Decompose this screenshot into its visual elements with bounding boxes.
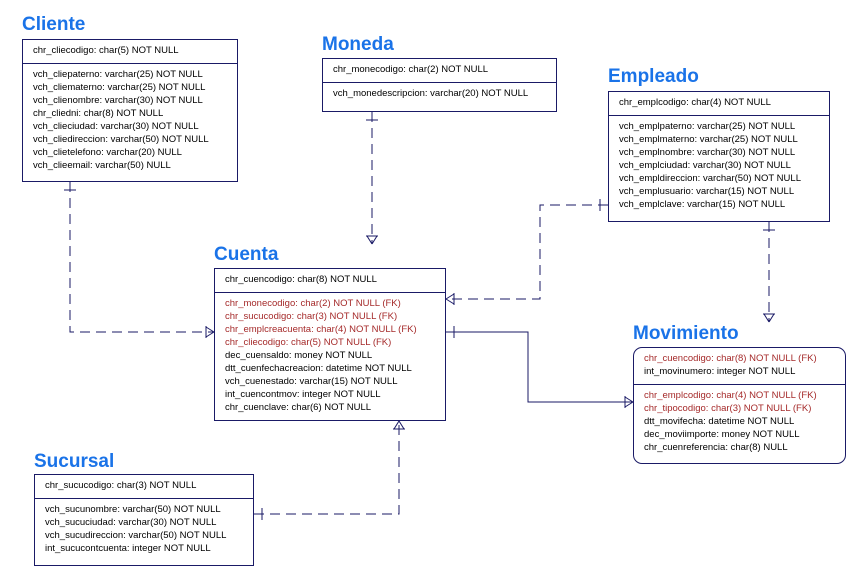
entity-sucursal[interactable]: chr_sucucodigo: char(3) NOT NULL vch_suc…	[34, 474, 254, 566]
attribute-row: vch_clieemail: varchar(50) NULL	[33, 160, 171, 171]
key-attribute-row: chr_cliecodigo: char(5) NOT NULL	[33, 45, 179, 56]
attribute-row: chr_sucucodigo: char(3) NOT NULL (FK)	[225, 311, 398, 322]
entity-empleado[interactable]: chr_emplcodigo: char(4) NOT NULL vch_emp…	[608, 91, 830, 222]
attribute-row: vch_clieciudad: varchar(30) NOT NULL	[33, 121, 199, 132]
attribute-row: chr_cuenreferencia: char(8) NULL	[644, 442, 788, 453]
key-attribute-row: chr_cuencodigo: char(8) NOT NULL	[225, 274, 377, 285]
pk-section: chr_cuencodigo: char(8) NOT NULL (FK) int…	[634, 348, 845, 385]
entity-movimiento[interactable]: chr_cuencodigo: char(8) NOT NULL (FK) int…	[633, 347, 846, 464]
attribute-row: vch_clienombre: varchar(30) NOT NULL	[33, 95, 203, 106]
rel-moneda-cuenta	[366, 112, 378, 245]
entity-title-moneda: Moneda	[322, 34, 394, 55]
attribute-row: int_sucucontcuenta: integer NOT NULL	[45, 543, 211, 554]
attribute-row: dec_moviimporte: money NOT NULL	[644, 429, 800, 440]
attribute-row: vch_emplusuario: varchar(15) NOT NULL	[619, 186, 795, 197]
entity-title-movimiento: Movimiento	[633, 323, 739, 344]
attribute-row: vch_cliematerno: varchar(25) NOT NULL	[33, 82, 206, 93]
rel-cliente-cuenta	[64, 182, 215, 338]
attribute-row: vch_cliepaterno: varchar(25) NOT NULL	[33, 69, 203, 80]
rel-empleado-movimiento	[763, 222, 775, 323]
attribute-row: vch_empldireccion: varchar(50) NOT NULL	[619, 173, 801, 184]
rel-empleado-cuenta	[445, 199, 608, 305]
attribute-row: dtt_movifecha: datetime NOT NULL	[644, 416, 795, 427]
pk-section: chr_cliecodigo: char(5) NOT NULL	[23, 40, 237, 64]
attributes-section: vch_emplpaterno: varchar(25) NOT NULL vch…	[609, 116, 829, 215]
attribute-row: chr_cliecodigo: char(5) NOT NULL (FK)	[225, 337, 392, 348]
pk-section: chr_sucucodigo: char(3) NOT NULL	[35, 475, 253, 499]
entity-moneda[interactable]: chr_monecodigo: char(2) NOT NULL vch_mon…	[322, 58, 557, 112]
key-attribute-row: int_movinumero: integer NOT NULL	[644, 366, 796, 377]
rel-sucursal-cuenta	[254, 420, 405, 520]
entity-cuenta[interactable]: chr_cuencodigo: char(8) NOT NULL chr_mon…	[214, 268, 446, 421]
key-attribute-row: chr_sucucodigo: char(3) NOT NULL	[45, 480, 197, 491]
entity-title-cliente: Cliente	[22, 14, 86, 35]
attribute-row: int_cuencontmov: integer NOT NULL	[225, 389, 381, 400]
rel-cuenta-movimiento	[446, 326, 634, 408]
attribute-row: vch_emplmaterno: varchar(25) NOT NULL	[619, 134, 798, 145]
attribute-row: vch_emplciudad: varchar(30) NOT NULL	[619, 160, 791, 171]
attribute-row: vch_emplpaterno: varchar(25) NOT NULL	[619, 121, 796, 132]
attributes-section: vch_cliepaterno: varchar(25) NOT NULL vch…	[23, 64, 237, 176]
attribute-row: vch_monedescripcion: varchar(20) NOT NUL…	[333, 88, 529, 99]
entity-title-cuenta: Cuenta	[214, 244, 279, 265]
attribute-row: vch_emplnombre: varchar(30) NOT NULL	[619, 147, 796, 158]
attribute-row: vch_sucunombre: varchar(50) NOT NULL	[45, 504, 221, 515]
key-attribute-row: chr_monecodigo: char(2) NOT NULL	[333, 64, 489, 75]
attribute-row: chr_emplcreacuenta: char(4) NOT NULL (FK…	[225, 324, 417, 335]
pk-section: chr_monecodigo: char(2) NOT NULL	[323, 59, 556, 83]
attribute-row: vch_cliedireccion: varchar(50) NOT NULL	[33, 134, 209, 145]
attributes-section: vch_monedescripcion: varchar(20) NOT NUL…	[323, 83, 556, 104]
attribute-row: dec_cuensaldo: money NOT NULL	[225, 350, 373, 361]
attribute-row: chr_emplcodigo: char(4) NOT NULL (FK)	[644, 390, 817, 401]
attribute-row: chr_cuenclave: char(6) NOT NULL	[225, 402, 372, 413]
attribute-row: chr_monecodigo: char(2) NOT NULL (FK)	[225, 298, 401, 309]
attribute-row: vch_emplclave: varchar(15) NOT NULL	[619, 199, 786, 210]
attribute-row: dtt_cuenfechacreacion: datetime NOT NULL	[225, 363, 412, 374]
entity-title-sucursal: Sucursal	[34, 451, 115, 472]
attribute-row: vch_sucudireccion: varchar(50) NOT NULL	[45, 530, 227, 541]
attributes-section: vch_sucunombre: varchar(50) NOT NULL vch_…	[35, 499, 253, 559]
key-attribute-row: chr_emplcodigo: char(4) NOT NULL	[619, 97, 771, 108]
key-attribute-row: chr_cuencodigo: char(8) NOT NULL (FK)	[644, 353, 817, 364]
attribute-row: vch_sucuciudad: varchar(30) NOT NULL	[45, 517, 217, 528]
pk-section: chr_cuencodigo: char(8) NOT NULL	[215, 269, 445, 293]
attributes-section: chr_monecodigo: char(2) NOT NULL (FK) chr…	[215, 293, 445, 418]
attributes-section: chr_emplcodigo: char(4) NOT NULL (FK) chr…	[634, 385, 845, 458]
entity-title-empleado: Empleado	[608, 66, 699, 87]
pk-section: chr_emplcodigo: char(4) NOT NULL	[609, 92, 829, 116]
attribute-row: vch_cuenestado: varchar(15) NOT NULL	[225, 376, 398, 387]
attribute-row: chr_tipocodigo: char(3) NOT NULL (FK)	[644, 403, 812, 414]
entity-cliente[interactable]: chr_cliecodigo: char(5) NOT NULL vch_cli…	[22, 39, 238, 182]
attribute-row: chr_cliedni: char(8) NOT NULL	[33, 108, 164, 119]
attribute-row: vch_clietelefono: varchar(20) NULL	[33, 147, 182, 158]
